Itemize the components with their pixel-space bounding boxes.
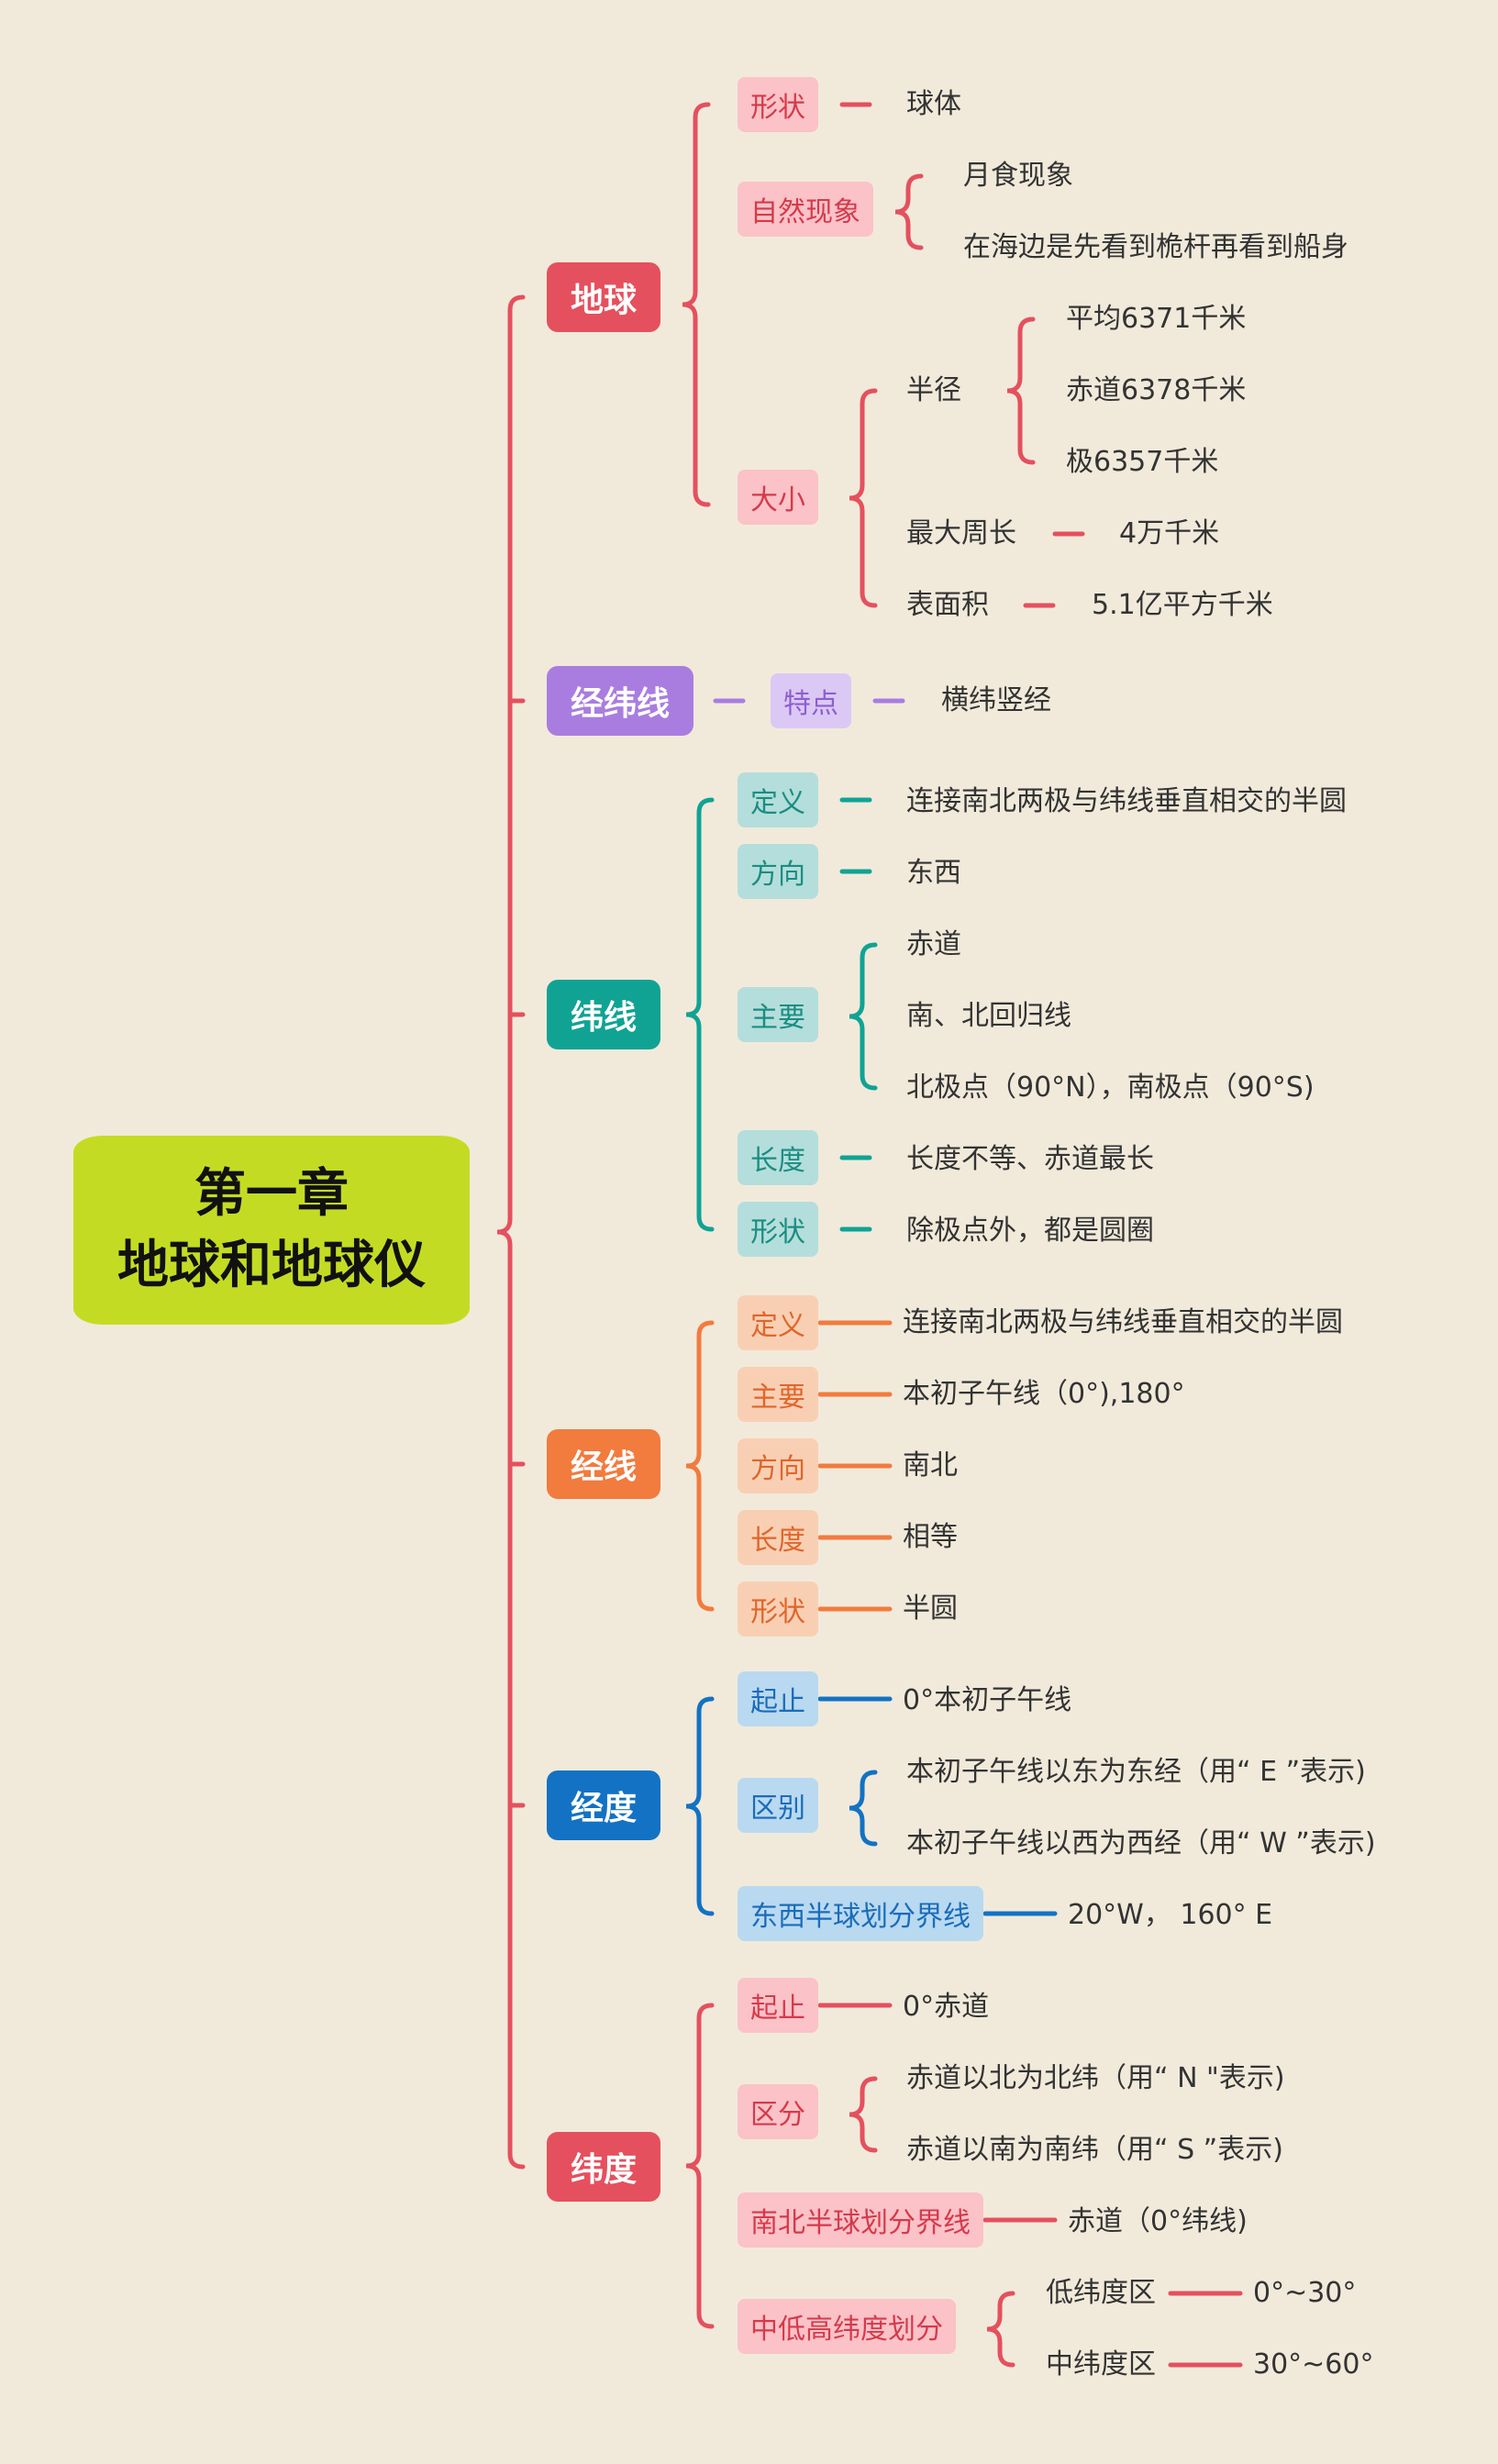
leaf-meridian-length: 相等 [903, 1521, 958, 1553]
root-brace [496, 294, 526, 2170]
leaf-ship-mast: 在海边是先看到桅杆再看到船身 [963, 231, 1348, 263]
topic-meridian-length[interactable]: 长度 [738, 1510, 818, 1565]
leaf-north-latitude: 赤道以北为北纬（用“ N "表示) [906, 2062, 1285, 2094]
latitude-zones-brace [986, 2291, 1015, 2368]
branch-parallel[interactable]: 纬线 [547, 980, 660, 1049]
topic-longitude-difference[interactable]: 区别 [738, 1778, 818, 1833]
topic-hemisphere-boundary-ew[interactable]: 东西半球划分界线 [738, 1886, 983, 1941]
topic-parallel-length[interactable]: 长度 [738, 1130, 818, 1185]
leaf-radius-average: 平均6371千米 [1066, 303, 1247, 335]
parallel-brace [685, 797, 715, 1232]
longitude-diff-brace [849, 1770, 878, 1847]
leaf-meridian-definition: 连接南北两极与纬线垂直相交的半圆 [903, 1306, 1343, 1338]
leaf-meridian-main: 本初子午线（0°),180° [903, 1378, 1185, 1410]
leaf-west-longitude: 本初子午线以西为西经（用“ W ”表示) [906, 1827, 1376, 1859]
leaf-meridian-direction: 南北 [903, 1449, 958, 1482]
topic-latitude-zones[interactable]: 中低高纬度划分 [738, 2299, 956, 2354]
leaf-parallel-direction: 东西 [906, 857, 961, 889]
leaf-lunar-eclipse: 月食现象 [963, 160, 1073, 192]
topic-meridian-main[interactable]: 主要 [738, 1367, 818, 1422]
branch-meridian[interactable]: 经线 [547, 1429, 660, 1499]
topic-meridian-definition[interactable]: 定义 [738, 1295, 818, 1350]
leaf-poles: 北极点（90°N），南极点（90°S) [906, 1071, 1315, 1104]
leaf-mid-latitude-range: 30°~60° [1253, 2348, 1374, 2381]
radius-brace [1006, 316, 1036, 465]
topic-latitude-range[interactable]: 起止 [738, 1978, 818, 2033]
root-title-line2: 地球和地球仪 [117, 1236, 426, 1295]
size-brace [849, 388, 878, 608]
leaf-longitude-range: 0°本初子午线 [903, 1684, 1072, 1716]
topic-natural-phenomena[interactable]: 自然现象 [738, 182, 873, 237]
topic-latitude-division[interactable]: 区分 [738, 2084, 818, 2139]
leaf-radius-polar: 极6357千米 [1066, 446, 1219, 478]
meridian-brace [685, 1320, 715, 1612]
topic-earth-size[interactable]: 大小 [738, 470, 818, 525]
longitude-brace [685, 1696, 715, 1916]
leaf-radius-equator: 赤道6378千米 [1066, 374, 1247, 406]
topic-meridian-direction[interactable]: 方向 [738, 1438, 818, 1493]
latitude-division-brace [849, 2076, 878, 2153]
topic-parallel-shape[interactable]: 形状 [738, 1202, 818, 1257]
earth-brace [682, 102, 711, 507]
leaf-east-longitude: 本初子午线以东为东经（用“ E ”表示) [906, 1756, 1366, 1788]
leaf-earth-shape: 球体 [906, 88, 961, 120]
leaf-surface-area-value: 5.1亿平方千米 [1092, 589, 1273, 621]
topic-parallel-definition[interactable]: 定义 [738, 772, 818, 827]
leaf-low-latitude-range: 0°~30° [1253, 2277, 1357, 2309]
topic-hemisphere-boundary-ns[interactable]: 南北半球划分界线 [738, 2192, 983, 2248]
branch-earth[interactable]: 地球 [547, 262, 660, 332]
leaf-graticule-feature: 横纬竖经 [941, 684, 1051, 716]
branch-longitude[interactable]: 经度 [547, 1770, 660, 1840]
leaf-parallel-shape: 除极点外，都是圆圈 [906, 1215, 1154, 1247]
topic-meridian-shape[interactable]: 形状 [738, 1582, 818, 1637]
leaf-equator: 赤道 [906, 928, 961, 960]
root-title-line1: 第一章 [194, 1164, 349, 1224]
branch-latitude[interactable]: 纬度 [547, 2132, 660, 2202]
leaf-circumference-value: 4万千米 [1119, 517, 1220, 549]
leaf-parallel-length: 长度不等、赤道最长 [906, 1143, 1154, 1175]
topic-parallel-direction[interactable]: 方向 [738, 844, 818, 899]
latitude-brace [685, 2003, 715, 2329]
leaf-tropics: 南、北回归线 [906, 1000, 1071, 1032]
root-topic[interactable]: 第一章 地球和地球仪 [73, 1136, 470, 1325]
leaf-south-latitude: 赤道以南为南纬（用“ S ”表示) [906, 2134, 1283, 2166]
leaf-surface-area: 表面积 [906, 589, 989, 621]
leaf-hemisphere-boundary-ew: 20°W， 160° E [1068, 1899, 1273, 1931]
topic-earth-shape[interactable]: 形状 [738, 77, 818, 132]
leaf-latitude-range: 0°赤道 [903, 1991, 990, 2023]
topic-parallel-main[interactable]: 主要 [738, 987, 818, 1042]
leaf-mid-latitude: 中纬度区 [1046, 2348, 1156, 2381]
branch-graticule[interactable]: 经纬线 [547, 666, 694, 736]
phenomena-brace [894, 173, 924, 250]
leaf-hemisphere-boundary-ns: 赤道（0°纬线) [1068, 2205, 1248, 2237]
parallel-main-brace [849, 942, 878, 1091]
leaf-parallel-definition: 连接南北两极与纬线垂直相交的半圆 [906, 785, 1347, 817]
topic-graticule-feature[interactable]: 特点 [771, 673, 851, 728]
leaf-max-circumference: 最大周长 [906, 517, 1016, 549]
leaf-low-latitude: 低纬度区 [1046, 2277, 1156, 2309]
leaf-meridian-shape: 半圆 [903, 1593, 958, 1625]
leaf-radius: 半径 [906, 374, 961, 406]
topic-longitude-range[interactable]: 起止 [738, 1671, 818, 1726]
